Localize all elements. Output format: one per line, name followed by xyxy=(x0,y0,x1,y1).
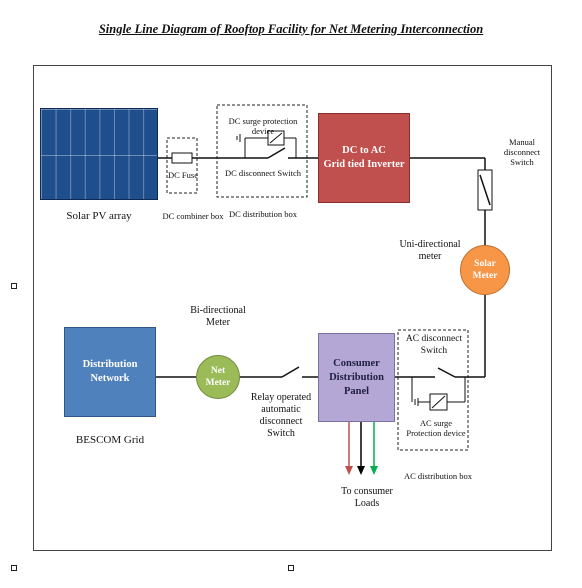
ac-spd-label: AC surge Protection device xyxy=(406,418,466,438)
inverter-box: DC to AC Grid tied Inverter xyxy=(318,113,410,203)
dc-spd-label: DC surge protection device xyxy=(228,116,298,136)
diagram-frame xyxy=(33,65,552,551)
anchor-marker xyxy=(11,565,17,571)
ac-distribution-label: AC distribution box xyxy=(403,471,472,481)
dc-disconnect-label: DC disconnect Switch xyxy=(224,168,302,178)
dc-distribution-label: DC distribution box xyxy=(228,209,297,219)
load-arrow-green xyxy=(370,466,378,475)
dc-fuse-symbol xyxy=(171,152,193,164)
consumer-distribution-panel: Consumer Distribution Panel xyxy=(318,333,395,422)
ac-disconnect-label: AC disconnect Switch xyxy=(405,334,463,356)
load-arrow-black xyxy=(357,466,365,475)
consumer-loads-label: To consumer Loads xyxy=(341,486,393,509)
inverter-line1: DC to AC xyxy=(342,145,386,156)
relay-switch-label: Relay operated automatic disconnect Swit… xyxy=(250,392,312,439)
dc-distribution-box-outline xyxy=(216,104,308,198)
ac-distribution-box-outline xyxy=(397,329,469,451)
dc-fuse-label: DC Fuse xyxy=(168,170,198,180)
diagram-title: Single Line Diagram of Rooftop Facility … xyxy=(98,22,484,36)
net-meter: Net Meter xyxy=(196,355,240,399)
bescom-grid-label: BESCOM Grid xyxy=(75,434,145,446)
dc-combiner-label: DC combiner box xyxy=(162,211,224,221)
load-arrow-red xyxy=(345,466,353,475)
uni-directional-meter-label: Uni-directional meter xyxy=(399,239,461,262)
anchor-marker xyxy=(11,283,17,289)
dc-combiner-box-outline xyxy=(166,137,198,194)
manual-disconnect-label: Manual disconnect Switch xyxy=(503,137,541,167)
solar-meter: Solar Meter xyxy=(460,245,510,295)
anchor-marker xyxy=(288,565,294,571)
distribution-network-box: Distribution Network xyxy=(64,327,156,417)
inverter-line2: Grid tied Inverter xyxy=(323,159,405,170)
bi-directional-meter-label: Bi-directional Meter xyxy=(190,305,246,328)
solar-pv-label: Solar PV array xyxy=(66,210,132,222)
solar-pv-array-icon xyxy=(40,108,158,200)
